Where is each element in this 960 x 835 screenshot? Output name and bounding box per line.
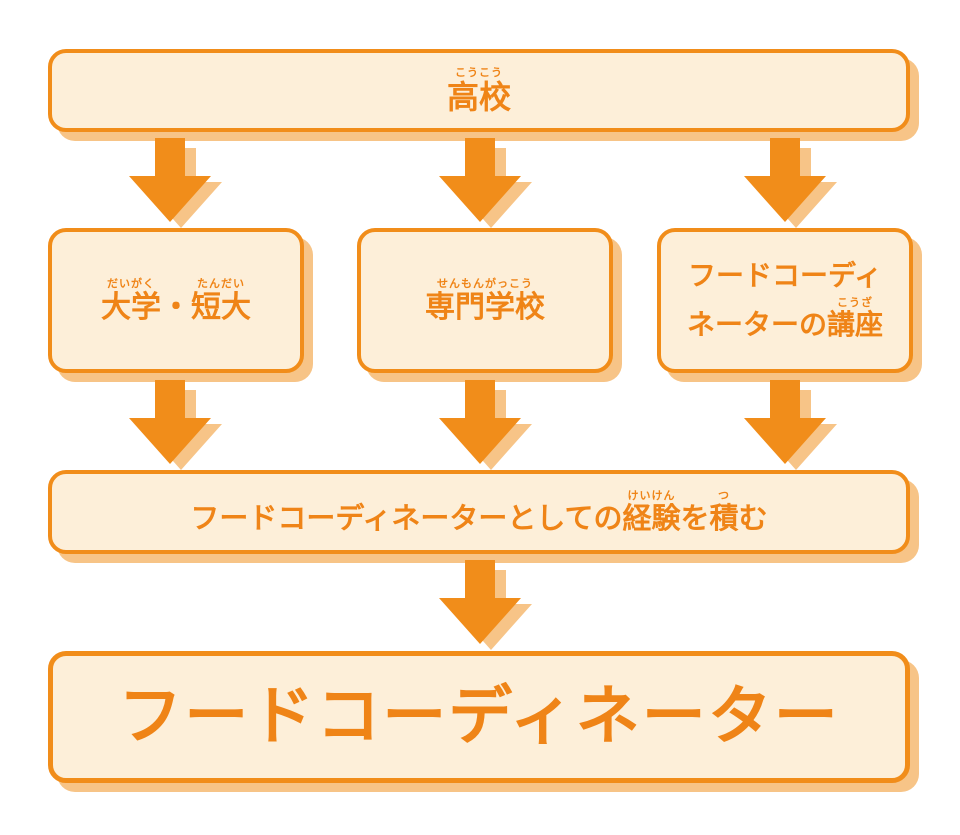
university-ruby: だいがく xyxy=(107,277,155,290)
experience-suffix: む xyxy=(738,501,768,536)
high-school-box: こうこう 高校 xyxy=(48,49,910,132)
university-part2: たんだい 短大 xyxy=(191,277,251,324)
high-school-text: 高校 xyxy=(446,77,511,116)
vocational-ruby: せんもんがっこう xyxy=(437,277,533,290)
junior-college-text: 短大 xyxy=(191,290,251,325)
experience-box: フードコーディネーターとしての けいけん 経験 を つ 積 む xyxy=(48,470,910,554)
arrow-high-school-to-course xyxy=(744,138,837,228)
course-line1: フードコーディ xyxy=(687,258,883,292)
vocational-school-box: せんもんがっこう 専門学校 xyxy=(357,228,613,373)
course-box: フードコーディ ネーターの こうざ 講座 xyxy=(657,228,913,373)
experience-ruby2: つ xyxy=(718,489,731,503)
vocational-text: 専門学校 xyxy=(425,290,545,325)
arrow-high-school-to-vocational xyxy=(439,138,532,228)
course-line2-prefix: ネーターの xyxy=(686,307,827,341)
vocational-label: せんもんがっこう 専門学校 xyxy=(425,277,545,324)
experience-label: フードコーディネーターとしての けいけん 経験 を つ 積 む xyxy=(190,489,767,535)
junior-college-ruby: たんだい xyxy=(197,277,245,290)
high-school-ruby: こうこう xyxy=(454,65,503,79)
experience-kanji1-text: 経験 xyxy=(622,501,681,536)
course-ruby: こうざ xyxy=(837,295,873,309)
arrow-high-school-to-university xyxy=(129,138,222,228)
university-text: 大学 xyxy=(101,290,161,325)
goal-text: フードコーディネーター xyxy=(118,679,840,754)
university-box: だいがく 大学 ・ たんだい 短大 xyxy=(48,228,304,373)
experience-ruby1: けいけん xyxy=(627,489,676,503)
arrow-vocational-to-experience xyxy=(439,380,532,470)
university-part1: だいがく 大学 xyxy=(101,277,161,324)
experience-kanji2: つ 積 xyxy=(710,489,739,535)
arrow-experience-to-goal xyxy=(439,560,532,650)
course-kanji-text: 講座 xyxy=(827,307,884,341)
experience-kanji1: けいけん 経験 xyxy=(623,489,681,535)
experience-prefix: フードコーディネーターとしての xyxy=(190,501,623,536)
university-label: だいがく 大学 ・ たんだい 短大 xyxy=(101,277,251,324)
arrow-university-to-experience xyxy=(129,380,222,470)
experience-kanji2-text: 積 xyxy=(709,501,739,536)
experience-middle: を xyxy=(680,501,710,536)
university-separator: ・ xyxy=(161,290,191,325)
high-school-label: こうこう 高校 xyxy=(447,66,511,115)
course-kanji: こうざ 講座 xyxy=(827,296,883,341)
arrow-course-to-experience xyxy=(744,380,837,470)
goal-box: フードコーディネーター xyxy=(48,651,910,783)
course-line2: ネーターの こうざ 講座 xyxy=(687,296,883,341)
